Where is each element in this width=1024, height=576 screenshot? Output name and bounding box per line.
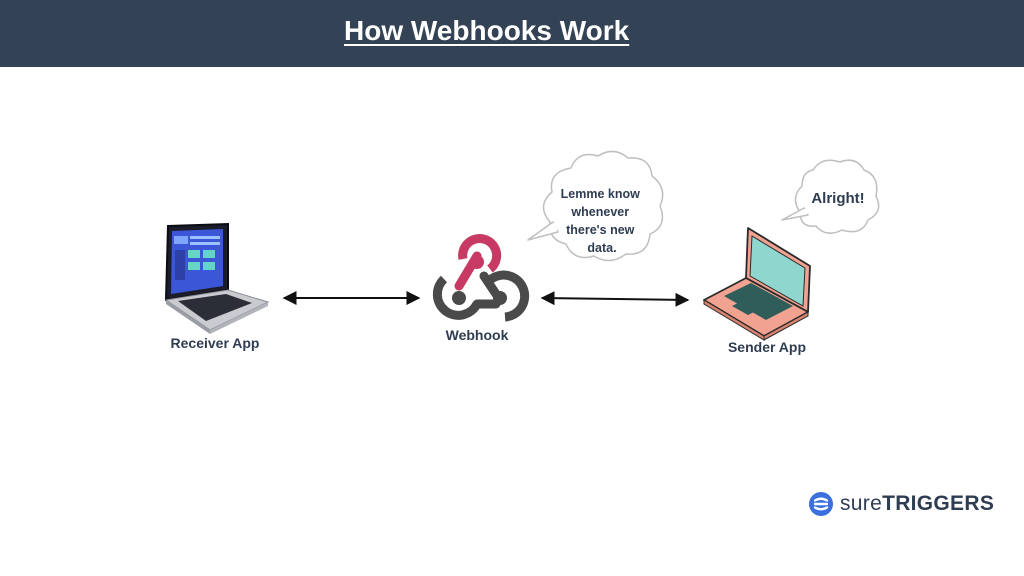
receiver-app-label: Receiver App xyxy=(171,335,260,351)
bubble-line-1: Lemme know xyxy=(561,187,640,201)
webhook-label: Webhook xyxy=(446,327,509,343)
svg-text:Lemme know whenever: Lemme know whenever there's new data. xyxy=(561,187,644,255)
sender-app-label: Sender App xyxy=(728,339,806,355)
webhook-speech-bubble: Lemme know whenever there's new data. xyxy=(527,150,664,262)
page-title: How Webhooks Work xyxy=(344,15,630,46)
sender-bubble-text: Alright! xyxy=(811,190,864,207)
bubble-line-4: data. xyxy=(587,241,616,255)
suretriggers-logo-icon xyxy=(809,492,833,516)
receiver-laptop-icon xyxy=(164,222,270,334)
arrow-webhook-sender xyxy=(540,291,690,307)
suretriggers-logo: sure TRIGGERS xyxy=(808,490,994,518)
sender-laptop-icon xyxy=(703,227,811,341)
header-bar: How Webhooks Work xyxy=(0,0,1024,67)
sender-speech-bubble: Alright! xyxy=(781,159,880,234)
brand-text-triggers: TRIGGERS xyxy=(882,492,995,515)
brand-text-sure: sure xyxy=(840,492,883,515)
webhook-logo-icon xyxy=(432,234,530,322)
bubble-line-3: there's new xyxy=(566,223,635,237)
bubble-line-2: whenever xyxy=(570,205,629,219)
